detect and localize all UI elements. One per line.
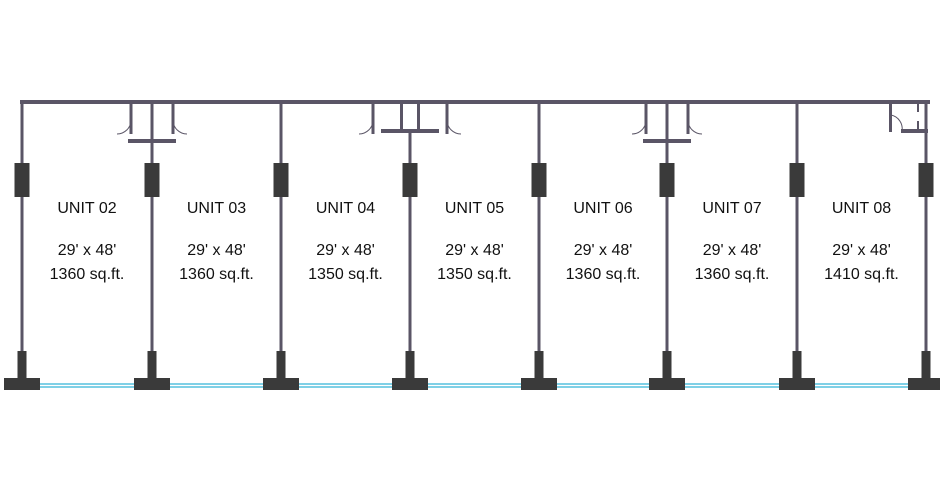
glass-line <box>169 385 264 386</box>
column-base <box>908 378 940 390</box>
door-jamb <box>129 104 133 134</box>
partition-wall <box>20 102 24 357</box>
partition-wall <box>279 102 283 357</box>
column-base <box>4 378 40 390</box>
unit-name: UNIT 07 <box>702 200 762 217</box>
column-base <box>263 378 299 390</box>
door-swing <box>687 119 703 135</box>
partition-wall <box>408 131 412 386</box>
door-tick <box>917 104 919 112</box>
unit-dimensions: 29' x 48' <box>316 242 375 259</box>
door-header <box>901 129 928 133</box>
partition-wall <box>665 102 669 357</box>
unit-name: UNIT 03 <box>186 200 247 217</box>
glass-line <box>814 385 909 386</box>
unit-area: 1410 sq.ft. <box>824 266 899 283</box>
column-base <box>134 378 170 390</box>
column <box>273 163 289 197</box>
column-base <box>392 378 428 390</box>
partition-wall <box>537 102 541 357</box>
partition-wall <box>924 102 928 357</box>
column <box>662 351 672 380</box>
column <box>276 351 286 380</box>
door-swing <box>116 119 132 135</box>
top-wall <box>20 100 930 104</box>
door-jamb <box>644 104 648 134</box>
partition-wall <box>795 102 799 357</box>
column <box>921 351 931 380</box>
columns <box>4 163 940 390</box>
column <box>531 163 547 197</box>
unit-name: UNIT 02 <box>57 200 117 217</box>
door-jamb <box>171 104 175 134</box>
glass-line <box>556 385 650 386</box>
door-jamb <box>445 104 449 134</box>
column <box>659 163 675 197</box>
column-base <box>649 378 685 390</box>
door-jamb <box>889 104 892 132</box>
unit-area: 1360 sq.ft. <box>565 266 641 283</box>
unit-dimensions: 29' x 48' <box>187 242 246 259</box>
door-header <box>643 139 691 143</box>
unit-area: 1350 sq.ft. <box>308 266 383 283</box>
door-swing <box>890 114 903 132</box>
unit-dimensions: 29' x 48' <box>573 242 633 259</box>
unit-area: 1360 sq.ft. <box>49 266 125 283</box>
glass-line <box>39 385 135 386</box>
column-base <box>779 378 815 390</box>
door-jamb <box>400 104 403 131</box>
unit-dimensions: 29' x 48' <box>445 242 504 259</box>
column <box>402 163 418 197</box>
unit-name: UNIT 05 <box>444 200 505 217</box>
column <box>792 351 802 380</box>
door-swing <box>172 119 188 135</box>
door-swing <box>631 119 647 135</box>
door-jamb <box>686 104 690 134</box>
doors <box>116 114 903 135</box>
column <box>918 163 934 197</box>
column <box>14 163 30 197</box>
column <box>147 351 157 380</box>
unit-name: UNIT 08 <box>831 200 892 217</box>
door-swing <box>358 119 374 135</box>
column <box>789 163 805 197</box>
unit-area: 1360 sq.ft. <box>179 266 254 283</box>
unit-area: 1350 sq.ft. <box>437 266 512 283</box>
door-header <box>381 129 439 133</box>
unit-name: UNIT 06 <box>573 200 633 217</box>
glass-line <box>427 385 522 386</box>
glass-line <box>298 385 393 386</box>
column <box>17 351 27 380</box>
column <box>144 163 160 197</box>
unit-dimensions: 29' x 48' <box>832 242 891 259</box>
partition-wall <box>150 102 154 357</box>
storefront-glass <box>39 383 909 388</box>
column <box>534 351 544 380</box>
unit-area: 1360 sq.ft. <box>694 266 770 283</box>
unit-name: UNIT 04 <box>315 200 376 217</box>
door-tick <box>917 121 919 129</box>
unit-dimensions: 29' x 48' <box>702 242 762 259</box>
unit-dimensions: 29' x 48' <box>57 242 117 259</box>
column <box>405 351 415 380</box>
door-jamb <box>371 104 375 134</box>
door-jamb <box>417 104 420 131</box>
glass-line <box>684 385 780 386</box>
door-swing <box>446 119 462 135</box>
column-base <box>521 378 557 390</box>
walls <box>20 100 930 386</box>
door-header <box>128 139 176 143</box>
